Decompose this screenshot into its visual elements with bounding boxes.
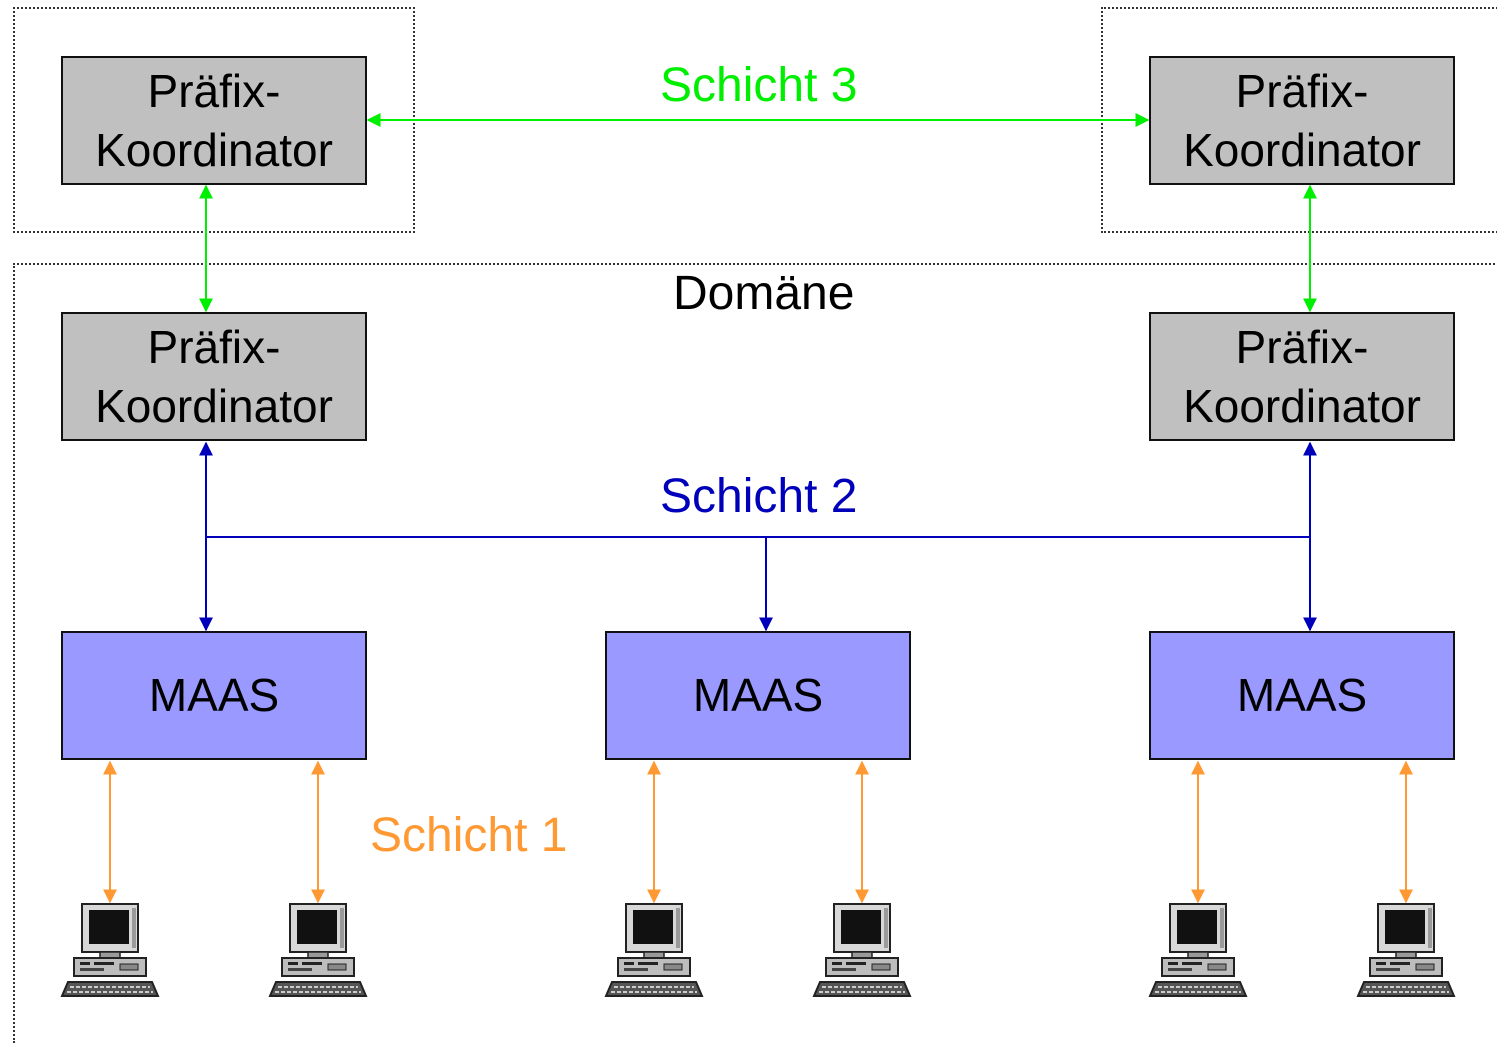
maas-label: MAAS <box>148 669 280 722</box>
coordinator-label-line2: Koordinator <box>95 123 333 176</box>
layer2-label: Schicht 2 <box>660 470 858 523</box>
desktop-computer-icon <box>1149 903 1247 997</box>
coordinator-label-line1: Präfix- <box>1235 320 1369 373</box>
maas-label: MAAS <box>1236 669 1368 722</box>
maas-box-left: MAAS <box>61 631 367 760</box>
layer3-label: Schicht 3 <box>660 59 858 112</box>
prefix-coordinator-external-right: Präfix- Koordinator <box>1149 56 1455 185</box>
maas-box-right: MAAS <box>1149 631 1455 760</box>
layer1-label: Schicht 1 <box>370 809 568 862</box>
prefix-coordinator-domain-right: Präfix- Koordinator <box>1149 312 1455 441</box>
desktop-computer-icon <box>269 903 367 997</box>
coordinator-label-line2: Koordinator <box>1183 123 1421 176</box>
maas-label: MAAS <box>692 669 824 722</box>
coordinator-label-line1: Präfix- <box>147 64 281 117</box>
desktop-computer-icon <box>605 903 703 997</box>
coordinator-label-line1: Präfix- <box>1235 64 1369 117</box>
coordinator-label-line1: Präfix- <box>147 320 281 373</box>
maas-box-middle: MAAS <box>605 631 911 760</box>
desktop-computer-icon <box>1357 903 1455 997</box>
desktop-computer-icon <box>813 903 911 997</box>
coordinator-label-line2: Koordinator <box>1183 379 1421 432</box>
desktop-computer-icon <box>61 903 159 997</box>
domain-region <box>13 263 1497 1043</box>
coordinator-label-line2: Koordinator <box>95 379 333 432</box>
prefix-coordinator-external-left: Präfix- Koordinator <box>61 56 367 185</box>
prefix-coordinator-domain-left: Präfix- Koordinator <box>61 312 367 441</box>
domain-label: Domäne <box>673 267 855 320</box>
